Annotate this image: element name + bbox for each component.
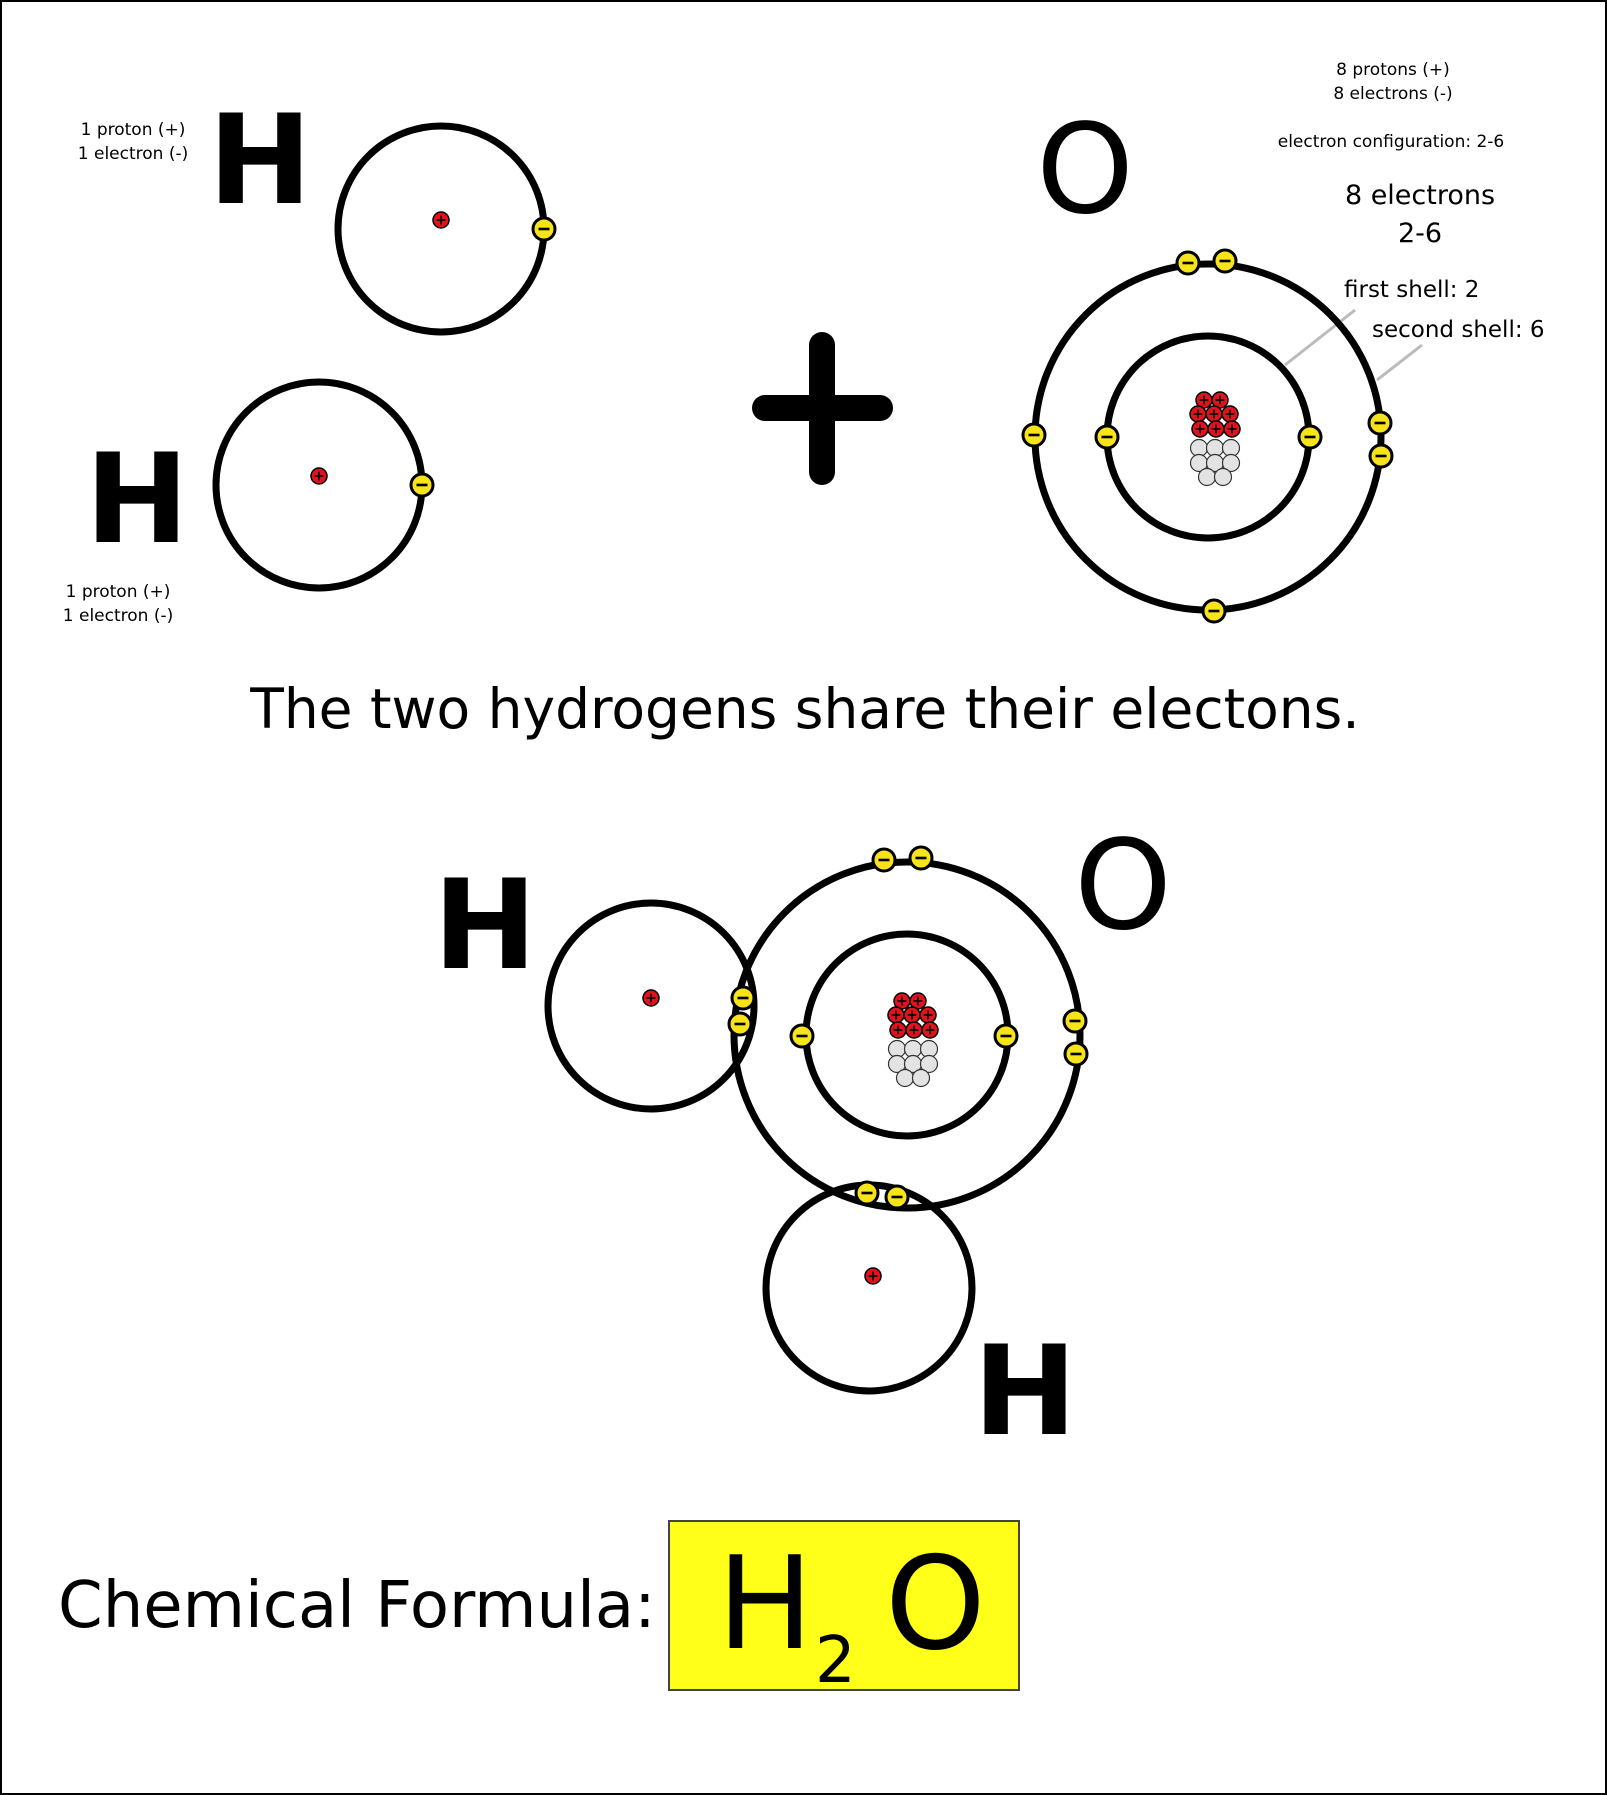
oxygen-info-protons: 8 protons (+) bbox=[1336, 60, 1450, 80]
oxygen-inner-electron-right bbox=[1297, 424, 1323, 450]
oxygen-outer-electron bbox=[1175, 250, 1201, 276]
product-oxygen-outer-shell bbox=[730, 858, 1084, 1212]
oxygen-outer-electron bbox=[1021, 422, 1047, 448]
oxygen-nucleus bbox=[1189, 391, 1241, 487]
product-hydrogen-left-proton bbox=[642, 989, 660, 1007]
hydrogen-top-info-protons: 1 proton (+) bbox=[81, 120, 186, 140]
hydrogen-top-info-electrons: 1 electron (-) bbox=[78, 144, 188, 164]
product-inner-electron-right bbox=[993, 1023, 1019, 1049]
shared-electron-hydrogen-bottom bbox=[884, 1184, 910, 1210]
neutron-icon bbox=[1197, 467, 1217, 487]
shared-electron-hydrogen-left bbox=[727, 1011, 753, 1037]
formula-o: O bbox=[885, 1530, 986, 1679]
product-hydrogen-bottom-shell bbox=[762, 1181, 976, 1395]
hydrogen-bottom-electron bbox=[409, 472, 435, 498]
neutron-icon bbox=[911, 1068, 931, 1088]
product-oxygen-nucleus bbox=[887, 992, 939, 1088]
hydrogen-atom-top: 1 proton (+) 1 electron (-) H bbox=[78, 89, 557, 336]
oxygen-electron-configuration: electron configuration: 2-6 bbox=[1278, 132, 1505, 152]
oxygen-outer-shell bbox=[1031, 260, 1385, 614]
product-hydrogen-left-shell bbox=[544, 899, 758, 1113]
oxygen-atom: O 8 protons (+) 8 electrons (-) electron… bbox=[1021, 60, 1545, 624]
shared-electron-hydrogen-bottom bbox=[854, 1180, 880, 1206]
oxygen-electron-count: 8 electrons bbox=[1345, 180, 1495, 211]
formula-highlight bbox=[668, 1520, 1020, 1691]
sharing-caption: The two hydrogens share their electons. bbox=[249, 677, 1360, 741]
oxygen-outer-electron bbox=[1368, 443, 1394, 469]
oxygen-electron-split: 2-6 bbox=[1398, 218, 1442, 249]
plus-sign bbox=[752, 332, 893, 485]
oxygen-inner-shell bbox=[1103, 332, 1313, 542]
second-shell-leader-line bbox=[1376, 343, 1423, 382]
hydrogen-top-proton bbox=[432, 211, 450, 229]
hydrogen-top-shell bbox=[334, 122, 548, 336]
second-shell-label: second shell: 6 bbox=[1372, 317, 1545, 343]
product-outer-electron bbox=[1063, 1041, 1089, 1067]
hydrogen-atom-bottom: H 1 proton (+) 1 electron (-) bbox=[63, 378, 435, 626]
chemical-formula-box: H 2 O bbox=[668, 1520, 1020, 1698]
product-outer-electron bbox=[1062, 1008, 1088, 1034]
product-hydrogen-bottom-proton bbox=[864, 1267, 882, 1285]
hydrogen-top-electron bbox=[531, 216, 557, 242]
product-hydrogen-left-symbol: H bbox=[433, 854, 537, 998]
chemical-formula-label: Chemical Formula: bbox=[58, 1569, 656, 1643]
formula-h: H bbox=[717, 1530, 813, 1679]
first-shell-label: first shell: 2 bbox=[1344, 277, 1479, 303]
oxygen-symbol: O bbox=[1036, 98, 1134, 242]
neutron-icon bbox=[1213, 467, 1233, 487]
hydrogen-bottom-proton bbox=[310, 467, 328, 485]
oxygen-inner-electron-left bbox=[1094, 424, 1120, 450]
product-hydrogen-bottom-symbol: H bbox=[973, 1320, 1077, 1464]
hydrogen-bottom-info-protons: 1 proton (+) bbox=[66, 582, 171, 602]
oxygen-info-electrons: 8 electrons (-) bbox=[1333, 84, 1452, 104]
product-inner-electron-left bbox=[789, 1023, 815, 1049]
hydrogen-top-symbol: H bbox=[208, 89, 312, 233]
water-molecule: H O H bbox=[433, 814, 1172, 1464]
shared-electron-hydrogen-left bbox=[730, 985, 756, 1011]
first-shell-leader-line bbox=[1284, 308, 1356, 367]
hydrogen-bottom-shell bbox=[212, 378, 426, 592]
neutron-icon bbox=[1221, 453, 1241, 473]
hydrogen-bottom-info-electrons: 1 electron (-) bbox=[63, 606, 173, 626]
neutron-icon bbox=[895, 1068, 915, 1088]
oxygen-outer-electron bbox=[1367, 410, 1393, 436]
neutron-icon bbox=[919, 1054, 939, 1074]
product-outer-electron bbox=[908, 845, 934, 871]
oxygen-outer-electron bbox=[1212, 248, 1238, 274]
oxygen-outer-electron bbox=[1201, 598, 1227, 624]
product-outer-electron bbox=[871, 847, 897, 873]
hydrogen-bottom-symbol: H bbox=[85, 428, 189, 572]
product-oxygen-symbol: O bbox=[1074, 814, 1172, 958]
formula-subscript-2: 2 bbox=[815, 1624, 856, 1698]
